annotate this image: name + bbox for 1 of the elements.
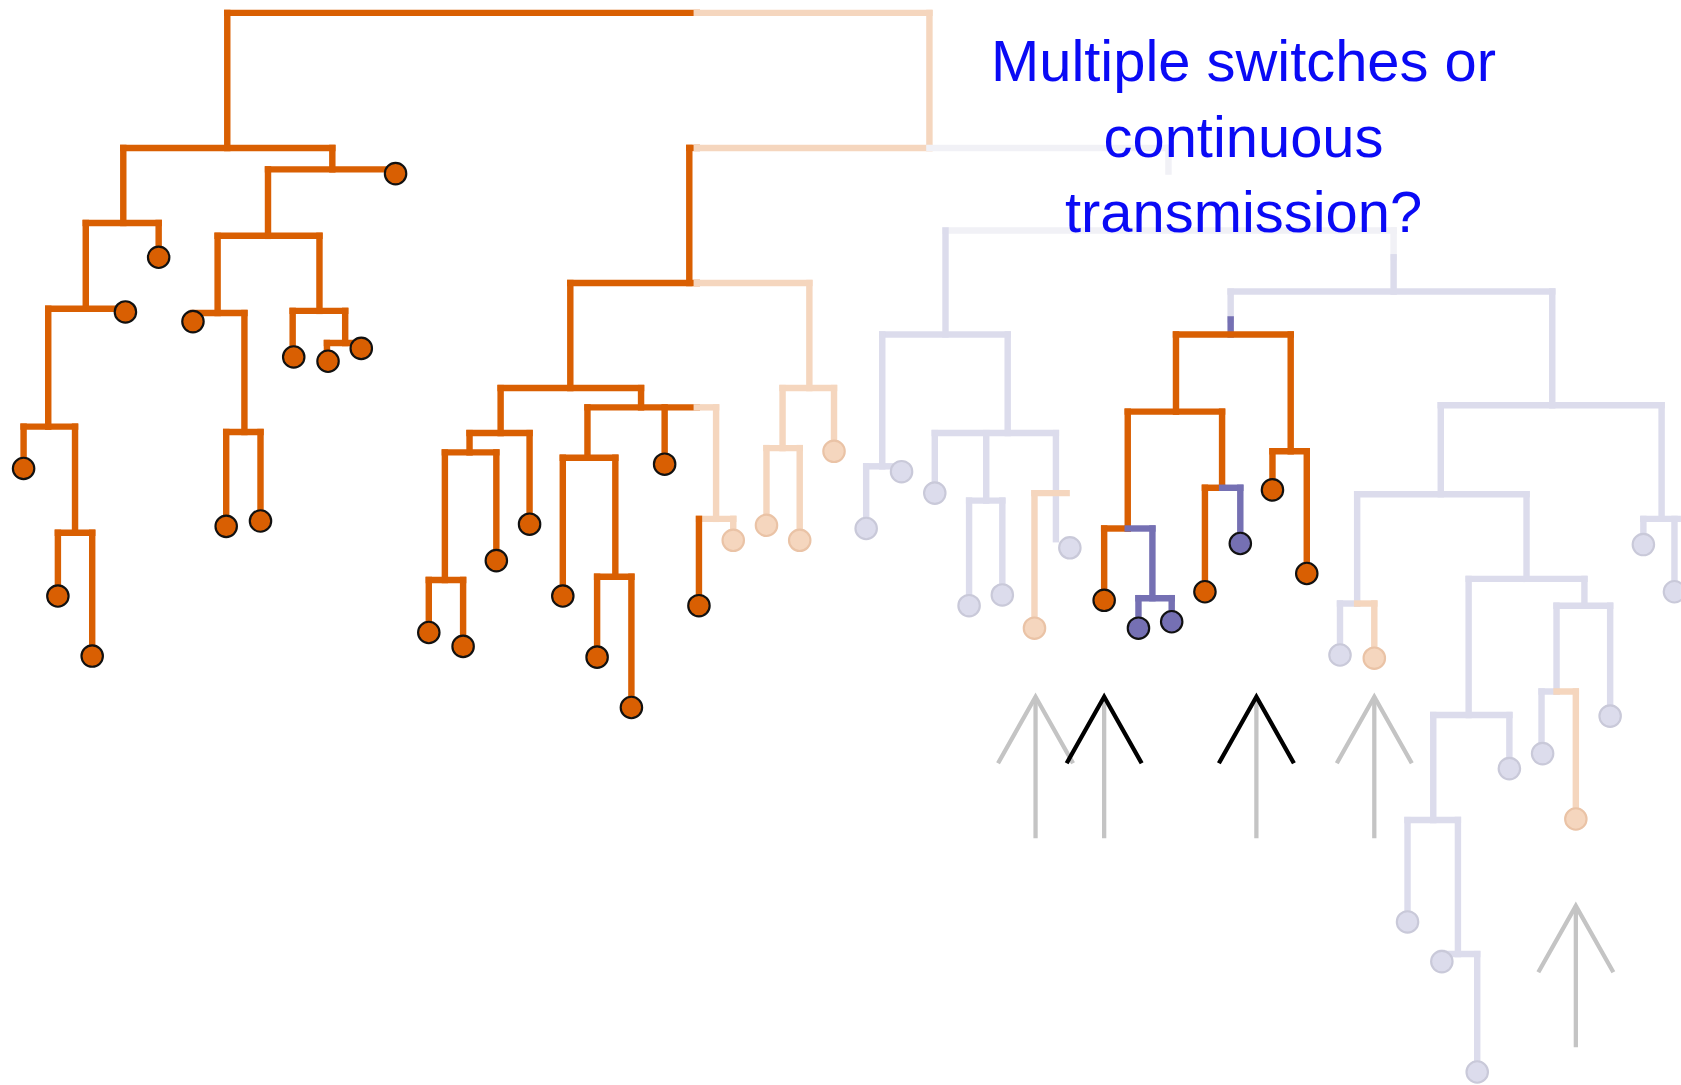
question-heading: Multiple switches or continuous transmission?: [990, 27, 1498, 246]
